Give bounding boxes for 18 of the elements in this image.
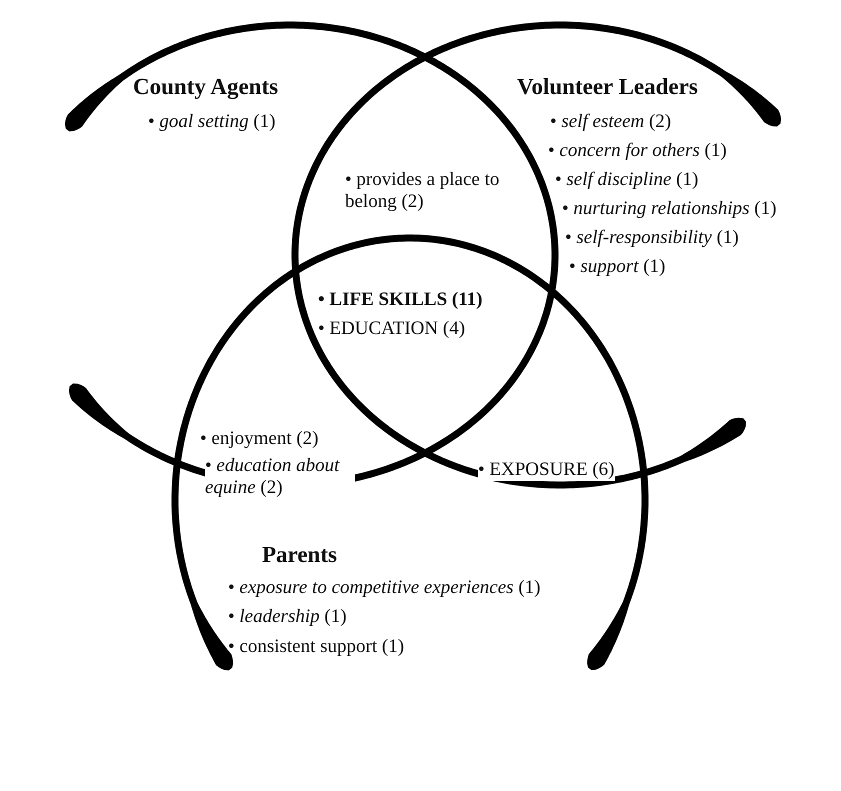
list-item: • self esteem (2) [550, 111, 672, 133]
circle-heading: County Agents [133, 74, 278, 100]
list-item: • self discipline (1) [555, 169, 698, 191]
overlap-label: • EXPOSURE (6) [478, 459, 614, 481]
circle-heading: Volunteer Leaders [517, 74, 698, 100]
list-item: • leadership (1) [228, 606, 347, 628]
list-item: • exposure to competitive experiences (1) [228, 577, 540, 599]
list-item: • goal setting (1) [148, 111, 276, 133]
list-item: • support (1) [569, 256, 666, 278]
circle-heading: Parents [262, 542, 337, 568]
overlap-label: • LIFE SKILLS (11) [318, 289, 483, 311]
list-item: • self-responsibility (1) [565, 227, 739, 249]
list-item: • consistent support (1) [228, 636, 404, 658]
list-item: • concern for others (1) [548, 140, 727, 162]
overlap-label: • education about equine (2) [205, 455, 355, 499]
overlap-label: • enjoyment (2) [200, 428, 319, 450]
list-item: • nurturing relationships (1) [562, 198, 776, 220]
overlap-label: • EDUCATION (4) [318, 318, 466, 340]
